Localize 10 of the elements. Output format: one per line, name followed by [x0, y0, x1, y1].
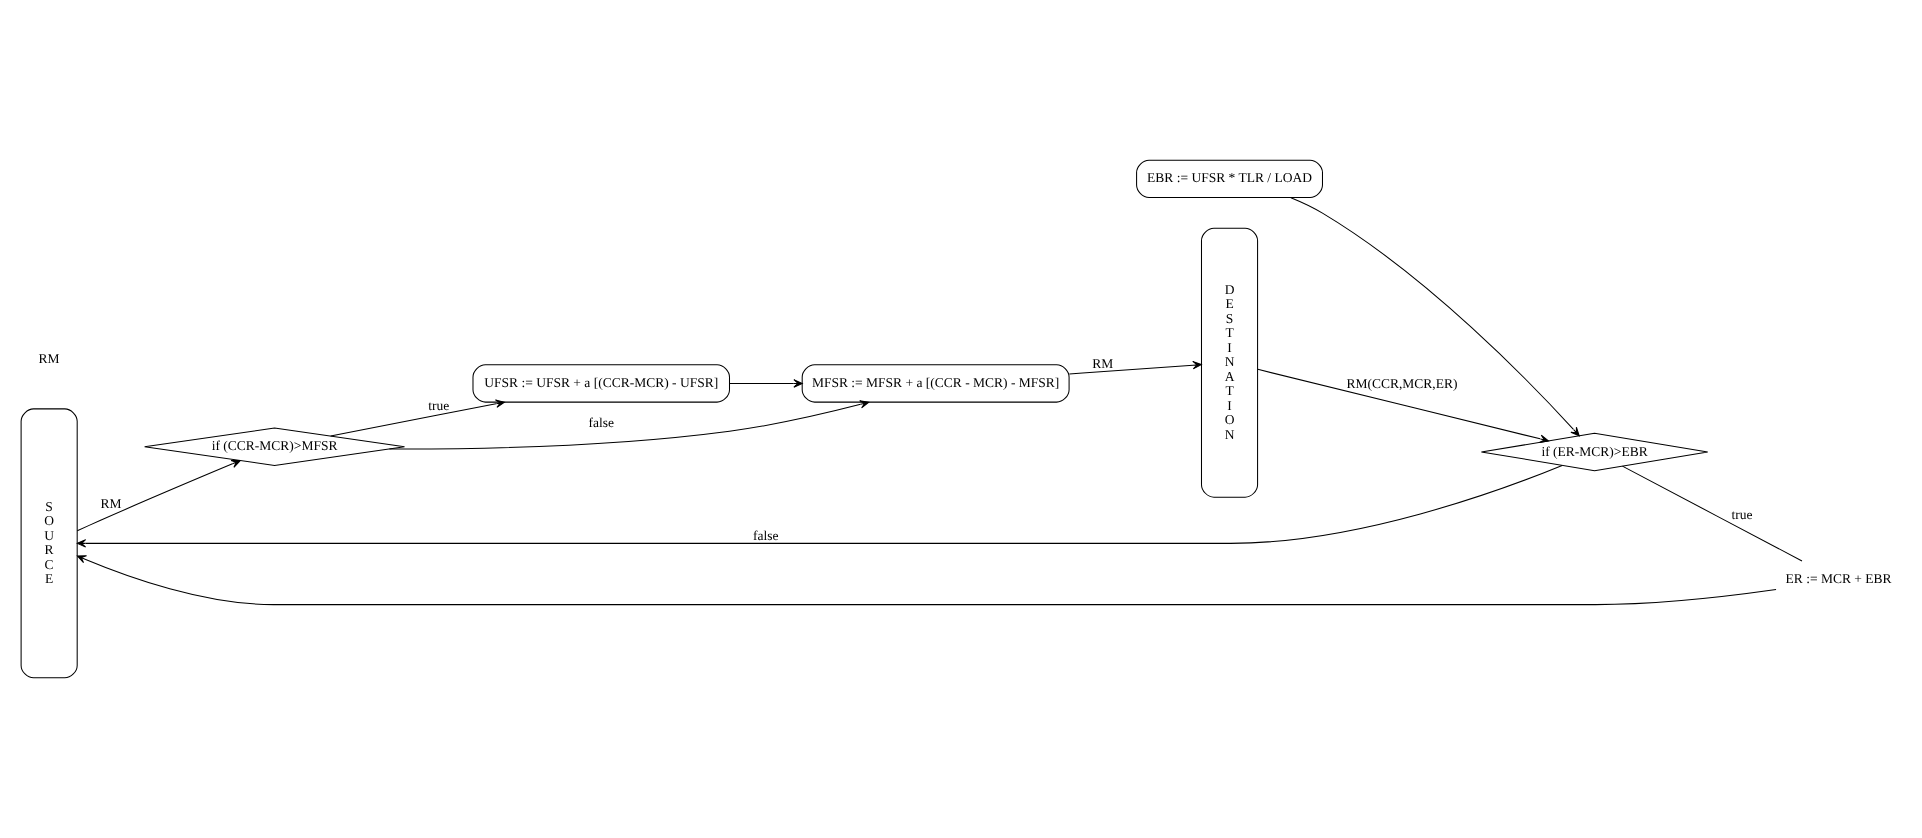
arrow — [1257, 368, 1549, 444]
arrow — [76, 459, 241, 532]
arrow — [1068, 360, 1202, 375]
arrow — [76, 464, 1563, 548]
arrow — [76, 555, 1777, 606]
arrow — [729, 379, 803, 388]
arrow — [1290, 197, 1580, 437]
arrow — [388, 400, 870, 450]
arrow — [330, 399, 505, 437]
connector — [1621, 465, 1803, 562]
